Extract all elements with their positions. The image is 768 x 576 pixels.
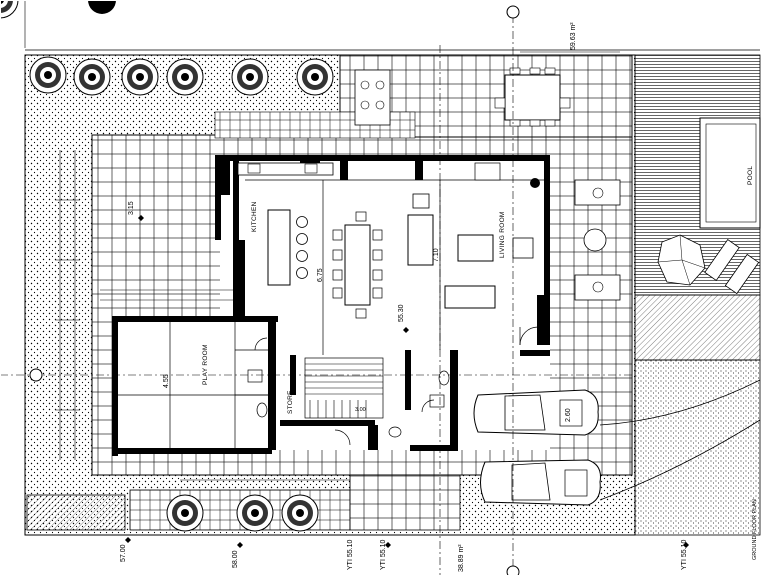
tree-icon bbox=[281, 494, 319, 532]
level-stair: 3.00 bbox=[355, 407, 366, 413]
partial-circle bbox=[88, 0, 116, 14]
level-garage: 2.60 bbox=[565, 408, 572, 422]
kitchen-label: KITCHEN bbox=[251, 201, 258, 232]
level-kitchen: 6.75 bbox=[317, 268, 324, 282]
tree-icon bbox=[231, 58, 269, 96]
pool-label: POOL bbox=[747, 166, 754, 185]
level-bottom-left-2: 58.00 bbox=[232, 550, 239, 568]
tree-icon bbox=[29, 56, 67, 94]
level-bottom-mid: YTI 55.10 bbox=[380, 540, 387, 570]
car-icon bbox=[473, 389, 599, 436]
house-walls bbox=[112, 155, 550, 456]
area-bottom: 38.89 m² bbox=[458, 544, 465, 572]
tree-icon bbox=[166, 58, 204, 96]
outdoor-dining-table bbox=[354, 67, 571, 127]
tree-icon bbox=[236, 494, 274, 532]
tree-icon bbox=[166, 494, 204, 532]
level-bottom-right: YTI 55.10 bbox=[681, 540, 688, 570]
store-label: STORE bbox=[287, 390, 294, 414]
pool-deck: POOL bbox=[634, 54, 761, 536]
tree-icon bbox=[121, 58, 159, 96]
level-main: 55.30 bbox=[398, 304, 405, 322]
bathroom-fixtures bbox=[247, 369, 450, 438]
area-top: 59.63 m² bbox=[570, 22, 577, 50]
dining-table bbox=[332, 211, 383, 319]
level-bottom-mid2: YTI 55.10 bbox=[347, 540, 354, 570]
tree-row-top bbox=[0, 0, 19, 19]
axis-marker bbox=[506, 565, 520, 576]
level-bottom-left-1: 57.00 bbox=[120, 544, 127, 562]
tree-icon bbox=[296, 58, 334, 96]
axis-lines bbox=[0, 15, 635, 576]
tree-icon bbox=[73, 58, 111, 96]
play-room-label: PLAY ROOM bbox=[202, 344, 209, 385]
kitchen-island bbox=[237, 162, 334, 286]
living-room-label: LIVING ROOM bbox=[499, 211, 506, 258]
level-left: 3.15 bbox=[128, 201, 135, 215]
car-icon bbox=[480, 459, 601, 506]
living-room-furniture bbox=[407, 162, 540, 309]
terrace-furniture bbox=[574, 179, 621, 301]
level-play: 4.55 bbox=[163, 374, 170, 388]
axis-marker bbox=[29, 368, 43, 382]
driveway-lines bbox=[599, 379, 761, 501]
dimension-lines bbox=[55, 51, 620, 481]
axis-marker bbox=[506, 5, 520, 19]
doors bbox=[254, 326, 539, 446]
plan-caption: GROUND FLOOR PLAN bbox=[752, 499, 758, 560]
staircase bbox=[305, 363, 383, 418]
level-marker-icon bbox=[125, 215, 689, 548]
level-living: 7.10 bbox=[433, 248, 440, 262]
parasol-icon bbox=[657, 234, 760, 295]
